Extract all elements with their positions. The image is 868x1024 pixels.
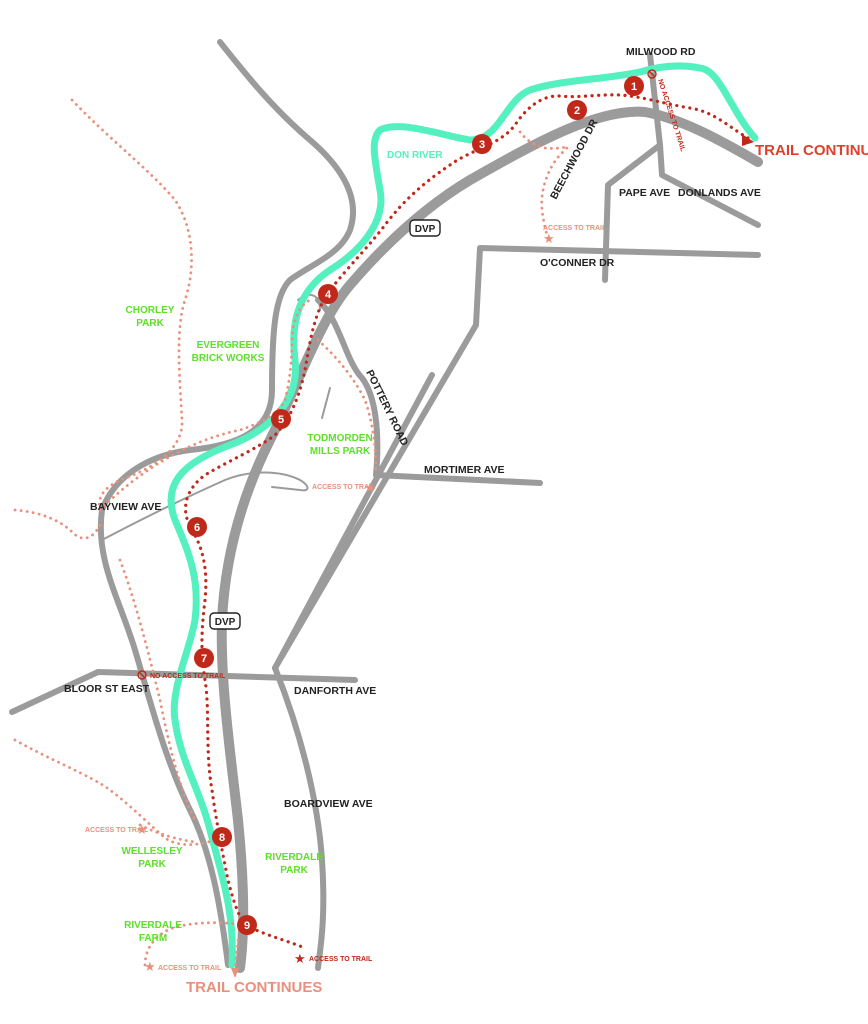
marker-8[interactable]: 8 xyxy=(212,827,232,847)
side-trails xyxy=(13,98,570,974)
trail-arrows xyxy=(231,134,754,978)
label-pape: PAPE AVE xyxy=(619,187,670,199)
label-todmorden-1: TODMORDEN xyxy=(307,433,372,444)
access-stars: ★ ★ ★ ★ ★ xyxy=(136,232,555,975)
roads xyxy=(9,39,763,973)
road-minor-spur xyxy=(321,387,331,419)
label-don-river: DON RIVER xyxy=(387,150,443,161)
label-bloor: BLOOR ST EAST xyxy=(64,683,150,695)
label-riverdale-park-1: RIVERDALE xyxy=(265,852,323,863)
arrow-east-icon xyxy=(742,134,754,146)
side-trail-west xyxy=(13,508,102,540)
label-danforth: DANFORTH AVE xyxy=(294,685,376,697)
arrow-south-icon xyxy=(231,968,239,978)
label-access-south: ACCESS TO TRAIL xyxy=(309,956,373,963)
marker-4[interactable]: 4 xyxy=(318,284,338,304)
label-donlands: DONLANDS AVE xyxy=(678,187,761,199)
main-trail xyxy=(183,93,750,950)
label-chorley-1: CHORLEY xyxy=(126,305,175,316)
label-access-farm: ACCESS TO TRAIL xyxy=(158,965,222,972)
star-icon: ★ xyxy=(294,952,306,967)
label-chorley-2: PARK xyxy=(136,318,164,329)
marker-number: 9 xyxy=(244,920,250,932)
side-trail-evergreen xyxy=(98,298,312,512)
label-wellesley-1: WELLESLEY xyxy=(121,846,182,857)
label-bayview: BAYVIEW AVE xyxy=(90,501,161,513)
road-pottery xyxy=(315,297,381,478)
dvp-shield: DVP xyxy=(209,612,241,630)
label-todmorden-2: MILLS PARK xyxy=(310,446,371,457)
road-danforth-diagonal xyxy=(272,372,435,671)
road-mortimer xyxy=(373,472,543,486)
marker-1[interactable]: 1 xyxy=(624,76,644,96)
marker-2[interactable]: 2 xyxy=(567,100,587,120)
road-dvp xyxy=(216,106,763,973)
marker-5[interactable]: 5 xyxy=(271,409,291,429)
marker-number: 6 xyxy=(194,522,200,534)
main-trail-path xyxy=(183,93,750,950)
road-minor-connector xyxy=(101,471,309,541)
marker-number: 3 xyxy=(479,139,485,151)
marker-number: 2 xyxy=(574,105,580,117)
star-icon: ★ xyxy=(144,960,156,975)
label-riverdale-farm-1: RIVERDALE xyxy=(124,920,182,931)
label-wellesley-2: PARK xyxy=(138,859,166,870)
side-trail-riverdale-farm xyxy=(143,921,240,967)
label-riverdale-farm-2: FARM xyxy=(139,933,167,944)
label-trail-continues-east: TRAIL CONTINUES xyxy=(755,142,868,159)
label-evergreen-2: BRICK WORKS xyxy=(192,353,265,364)
side-trail-bayview xyxy=(118,558,197,822)
no-access-icon xyxy=(647,69,657,79)
side-trail-beechwood xyxy=(518,130,570,240)
side-trail-south xyxy=(233,938,240,974)
star-icon: ★ xyxy=(543,232,555,247)
marker-7[interactable]: 7 xyxy=(194,648,214,668)
marker-number: 8 xyxy=(219,832,225,844)
label-mortimer: MORTIMER AVE xyxy=(424,464,505,476)
marker-number: 4 xyxy=(325,289,332,301)
dvp-shield: DVP xyxy=(409,219,441,237)
no-access-markers xyxy=(137,69,657,680)
road-bayview xyxy=(97,507,231,968)
label-no-access-bloor: NO ACCESS TO TRAIL xyxy=(150,673,226,680)
marker-3[interactable]: 3 xyxy=(472,134,492,154)
road-boardview xyxy=(272,665,327,971)
road-northwest xyxy=(99,39,357,513)
trail-markers: 1 2 3 4 5 6 7 8 xyxy=(187,76,644,935)
label-milwood: MILWOOD RD xyxy=(626,46,696,58)
label-riverdale-park-2: PARK xyxy=(280,865,308,876)
label-access-beechwood: ACCESS TO TRAIL xyxy=(543,225,607,232)
marker-number: 7 xyxy=(201,653,207,665)
marker-number: 5 xyxy=(278,414,284,426)
label-access-todmorden: ACCESS TO TRAIL xyxy=(312,484,376,491)
park-labels: CHORLEY PARK EVERGREEN BRICK WORKS TODMO… xyxy=(121,305,372,944)
river-main xyxy=(167,62,759,969)
marker-6[interactable]: 6 xyxy=(187,517,207,537)
label-oconner: O'CONNER DR xyxy=(540,257,615,269)
dvp-label: DVP xyxy=(415,224,436,235)
road-donlands xyxy=(657,142,761,228)
label-access-wellesley: ACCESS TO TRAIL xyxy=(85,827,149,834)
star-icon: ★ xyxy=(136,823,148,838)
side-trail-wellesley xyxy=(138,823,197,844)
label-trail-continues-south: TRAIL CONTINUES xyxy=(186,979,322,996)
marker-number: 1 xyxy=(631,81,637,93)
star-icon: ★ xyxy=(364,481,376,496)
label-boardview: BOARDVIEW AVE xyxy=(284,798,373,810)
road-oconner xyxy=(272,245,761,671)
side-trail-bloor-west xyxy=(13,738,217,847)
no-access-icon xyxy=(137,670,147,680)
dvp-label: DVP xyxy=(215,617,236,628)
marker-9[interactable]: 9 xyxy=(237,915,257,935)
don-river xyxy=(167,62,759,969)
road-bloor-danforth xyxy=(9,669,358,715)
side-trail-pottery xyxy=(316,338,378,472)
label-evergreen-1: EVERGREEN xyxy=(197,340,260,351)
